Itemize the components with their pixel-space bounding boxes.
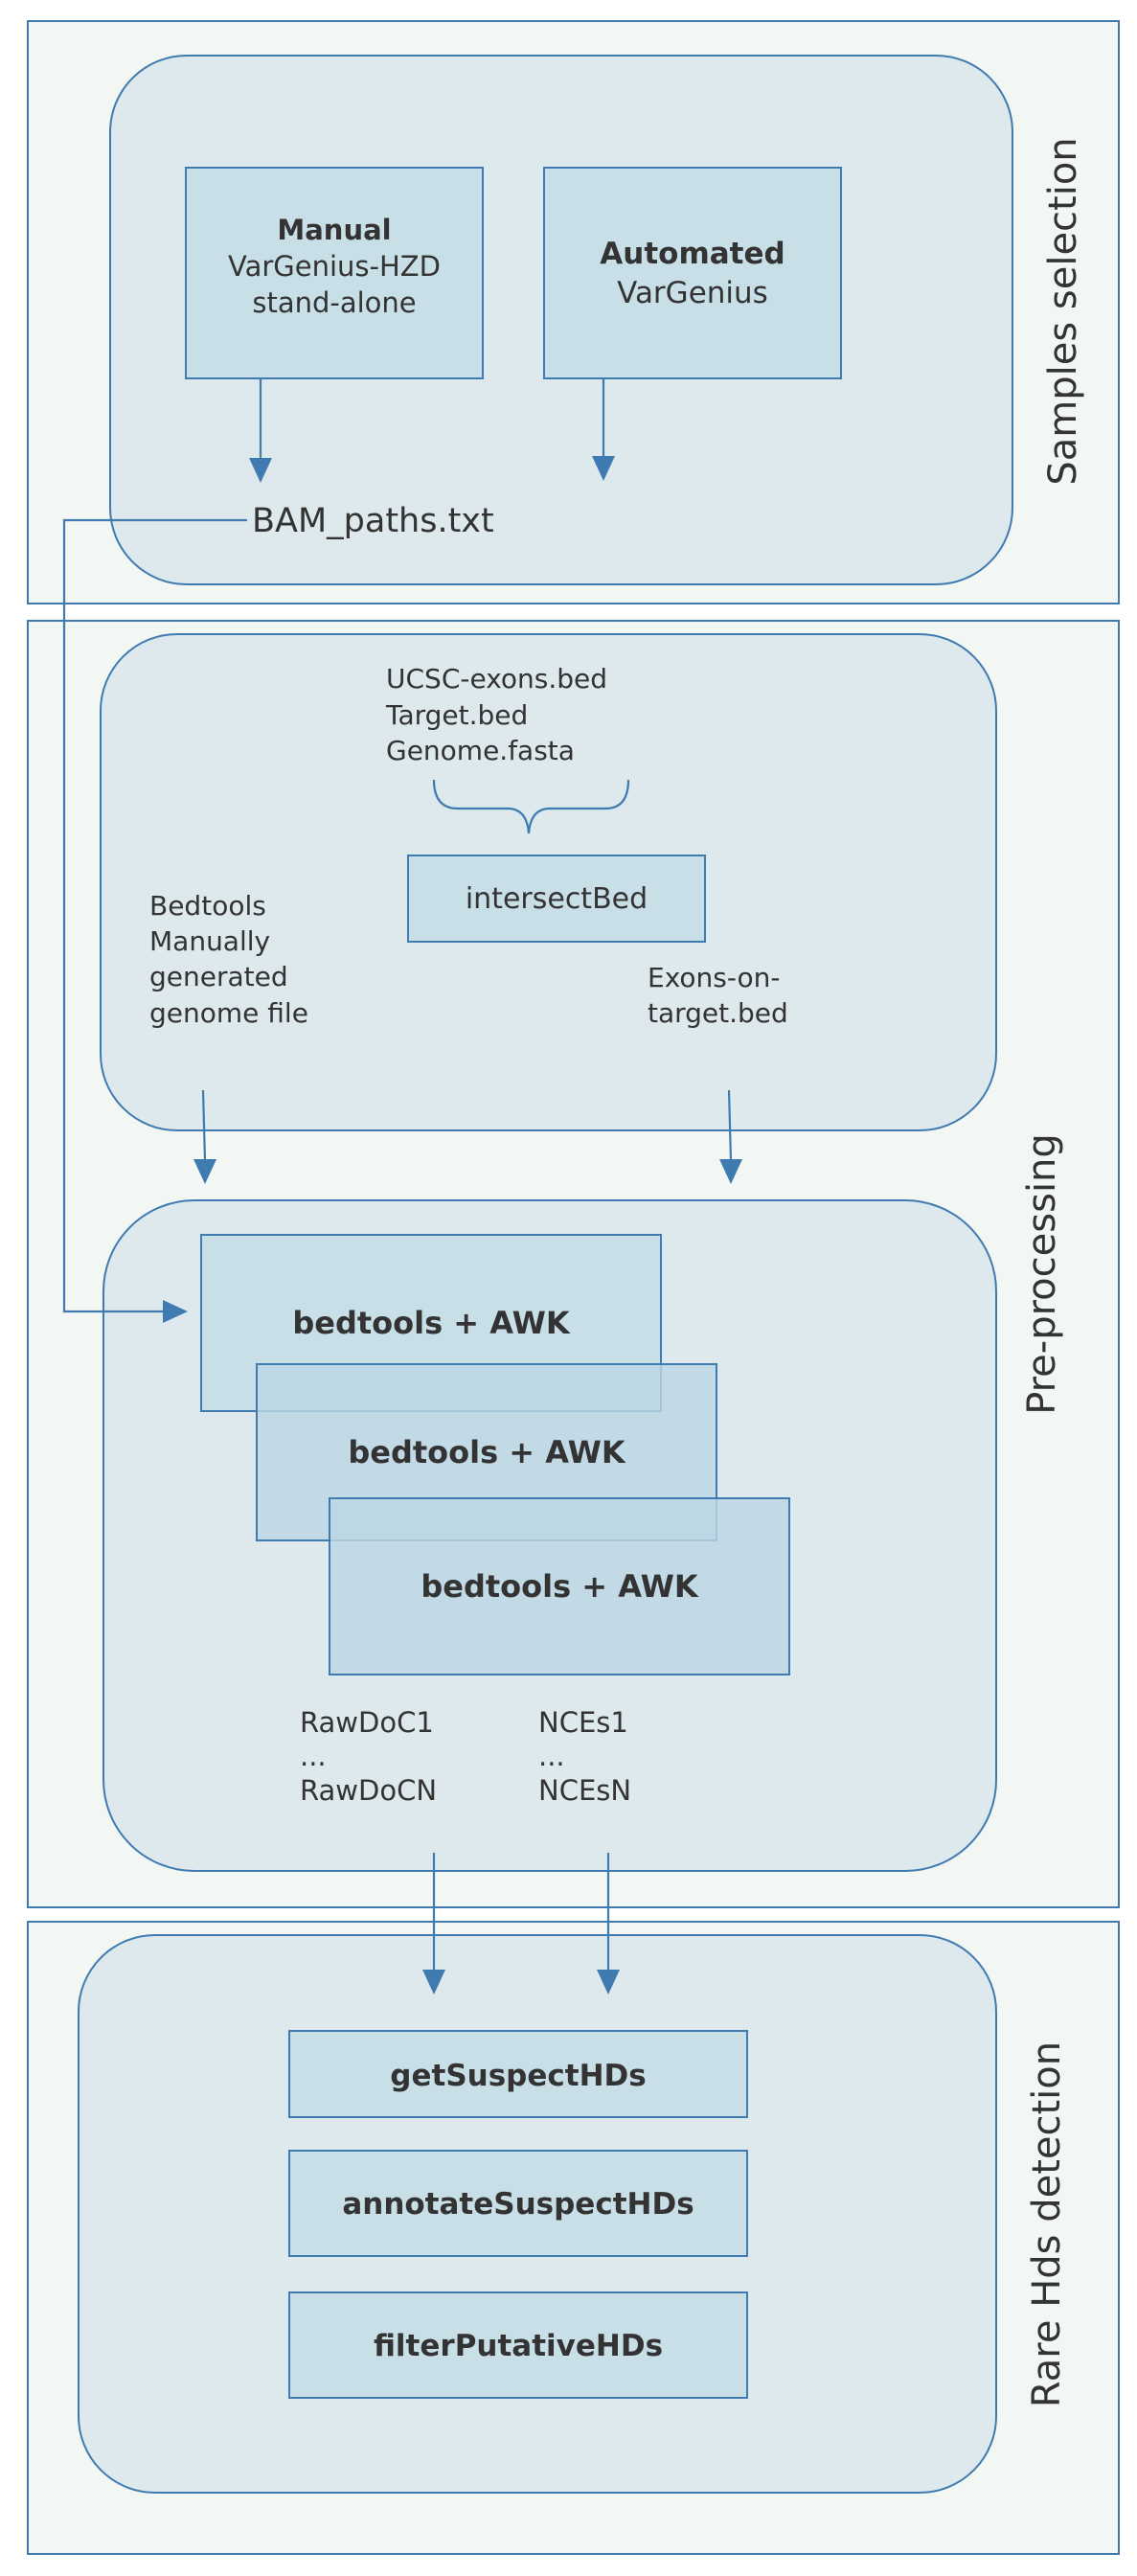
rawdoc-first: RawDoC1	[300, 1706, 434, 1739]
bedtools-note-line1: Bedtools	[149, 890, 266, 922]
filter-putative-hds-box	[288, 2291, 748, 2399]
bedtools-note-line2: Manually	[149, 925, 270, 957]
rawdoc-arrowhead	[422, 1970, 445, 1995]
input-ucsc-exons: UCSC-exons.bed	[386, 663, 607, 695]
rare-hds-detection-label: Rare Hds detection	[1025, 2041, 1069, 2407]
automated-arrowhead	[592, 456, 615, 481]
filter-putative-hds-label: filterPutativeHDs	[374, 2329, 663, 2363]
exons-output-arrowhead	[719, 1159, 742, 1184]
automated-line1: VarGenius	[617, 276, 768, 310]
manual-title: Manual	[277, 214, 391, 246]
get-suspect-hds-box	[288, 2030, 748, 2118]
nces-arrowhead	[597, 1970, 620, 1995]
get-suspect-hds-label: getSuspectHDs	[390, 2059, 646, 2093]
annotate-suspect-hds-label: annotateSuspectHDs	[342, 2187, 694, 2222]
automated-box	[543, 167, 842, 379]
bam-paths-label: BAM_paths.txt	[252, 502, 494, 540]
nces-ellipsis: ...	[538, 1740, 565, 1772]
pre-processing-label: Pre-processing	[1020, 1133, 1064, 1415]
intersectbed-box	[407, 855, 706, 943]
exons-output-line2: target.bed	[648, 997, 788, 1029]
samples-selection-label: Samples selection	[1041, 137, 1085, 485]
manual-arrowhead	[249, 458, 272, 483]
rawdoc-last: RawDoCN	[300, 1774, 437, 1807]
input-target-bed: Target.bed	[385, 699, 528, 731]
bedtools-awk-box-3	[329, 1497, 790, 1676]
nces-first: NCEs1	[538, 1706, 628, 1739]
bedtools-awk-label-2: bedtools + AWK	[348, 1434, 626, 1470]
bedtools-note-line4: genome file	[149, 997, 308, 1029]
annotate-suspect-hds-box	[288, 2150, 748, 2257]
manual-box	[185, 167, 484, 379]
bedtools-note-arrowhead	[193, 1159, 216, 1184]
bedtools-note-arrow-line	[201, 1089, 207, 1162]
inputs-brace	[432, 779, 630, 834]
manual-line2: stand-alone	[252, 286, 416, 319]
bedtools-note-line3: generated	[149, 961, 288, 992]
bedtools-awk-label-3: bedtools + AWK	[421, 1568, 699, 1605]
intersectbed-label: intersectBed	[466, 882, 648, 916]
bedtools-awk-label-1: bedtools + AWK	[292, 1305, 571, 1341]
nces-last: NCEsN	[538, 1774, 631, 1807]
bam-paths-connector	[62, 518, 247, 1313]
exons-output-line1: Exons-on-	[648, 962, 780, 993]
input-genome-fasta: Genome.fasta	[386, 735, 575, 766]
bam-paths-arrowhead	[163, 1300, 188, 1323]
rawdoc-ellipsis: ...	[300, 1740, 327, 1772]
exons-output-arrow-line	[727, 1089, 733, 1162]
manual-line1: VarGenius-HZD	[228, 250, 441, 283]
automated-title: Automated	[600, 237, 785, 271]
